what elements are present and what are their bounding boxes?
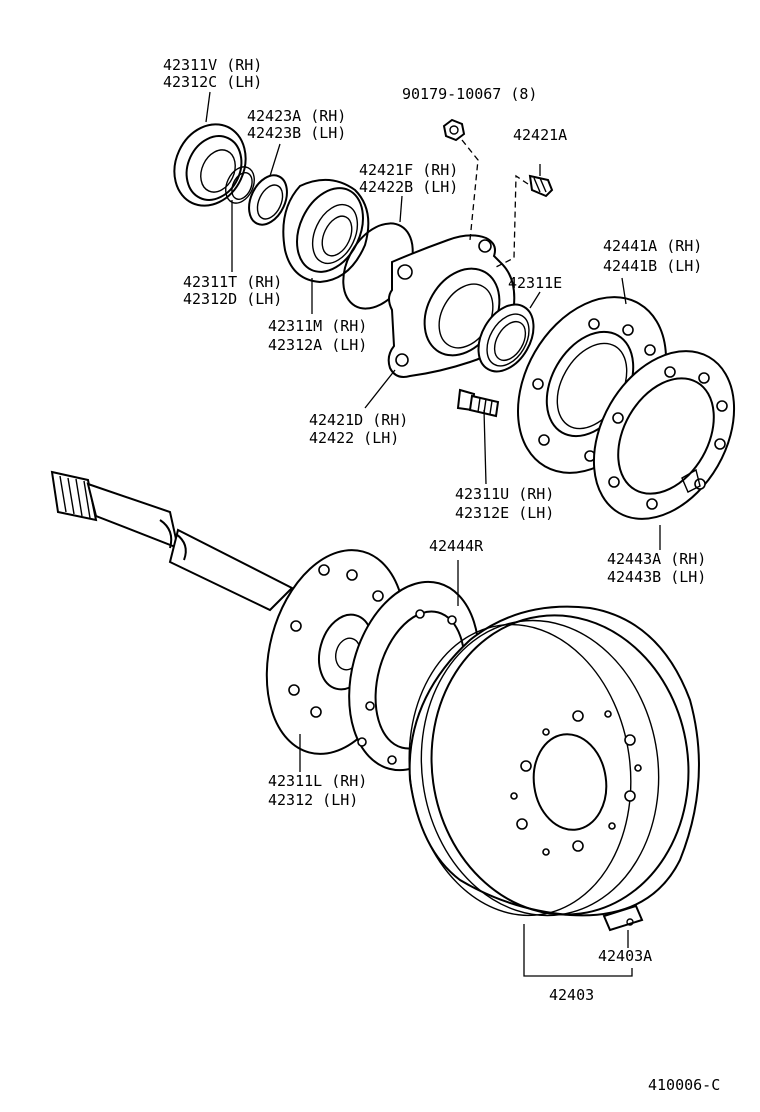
- hex-nut: [442, 118, 466, 142]
- brake-drum: [408, 605, 700, 917]
- oil-seal-inner: [477, 303, 535, 373]
- gasket-plate: [592, 350, 736, 520]
- label-balance-weight: 42403A: [598, 947, 652, 965]
- label-retainer-rh: 42441A (RH): [603, 237, 702, 255]
- oil-seal-outer: [173, 123, 247, 207]
- axle-shaft: [50, 470, 294, 612]
- label-housing-lh: 42422 (LH): [309, 429, 399, 447]
- label-bolt: 42421A: [513, 126, 567, 144]
- spacer-ring: [248, 174, 288, 226]
- part-labels: 42311V (RH) 42312C (LH) 42423A (RH) 4242…: [163, 56, 720, 1094]
- bolt-alignment-line: [493, 174, 529, 269]
- label-axle-shaft-rh: 42311L (RH): [268, 772, 367, 790]
- label-hub-bolt-rh: 42311U (RH): [455, 485, 554, 503]
- label-oil-seal-outer-rh: 42311V (RH): [163, 56, 262, 74]
- label-oring-rh: 42421F (RH): [359, 161, 458, 179]
- label-oring-lh: 42422B (LH): [359, 178, 458, 196]
- label-hub-bolt-lh: 42312E (LH): [455, 504, 554, 522]
- label-housing-rh: 42421D (RH): [309, 411, 408, 429]
- label-snap-ring-lh: 42312D (LH): [183, 290, 282, 308]
- balance-weight: [602, 904, 644, 932]
- label-oil-seal-outer-lh: 42312C (LH): [163, 73, 262, 91]
- label-nut: 90179-10067 (8): [402, 85, 537, 103]
- label-brake-drum: 42403: [549, 986, 594, 1004]
- label-bearing-lh: 42312A (LH): [268, 336, 367, 354]
- label-axle-shaft-lh: 42312 (LH): [268, 791, 358, 809]
- label-gasket-rh: 42443A (RH): [607, 550, 706, 568]
- nut-alignment-line: [461, 139, 479, 241]
- leader-lines: [205, 91, 661, 977]
- bolt: [528, 174, 554, 198]
- label-oil-seal-inner: 42311E: [508, 274, 562, 292]
- label-snap-ring-rh: 42311T (RH): [183, 273, 282, 291]
- label-spacer-lh: 42423B (LH): [247, 124, 346, 142]
- hub-bolt: [456, 388, 500, 418]
- label-spacer-rh: 42423A (RH): [247, 107, 346, 125]
- diagram-code: 410006-C: [648, 1076, 720, 1094]
- label-bearing-rh: 42311M (RH): [268, 317, 367, 335]
- label-shield-gasket: 42444R: [429, 537, 484, 555]
- label-gasket-lh: 42443B (LH): [607, 568, 706, 586]
- label-retainer-lh: 42441B (LH): [603, 257, 702, 275]
